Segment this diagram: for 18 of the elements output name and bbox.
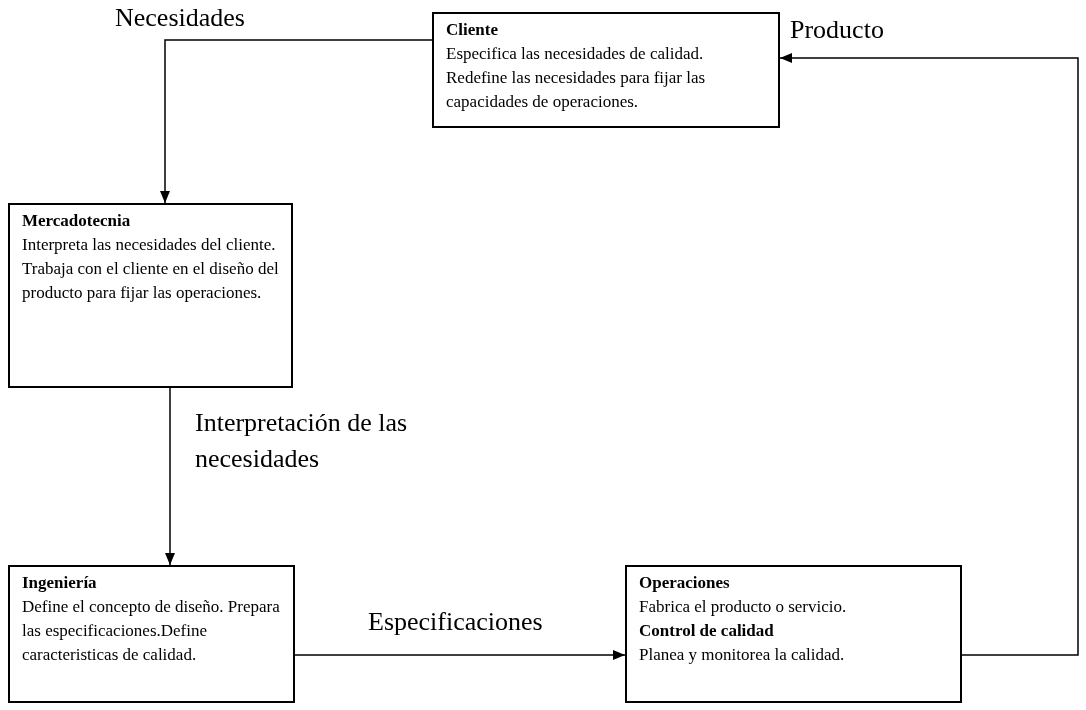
box-heading: Operaciones <box>639 572 731 594</box>
box-heading: Mercadotecnia <box>22 210 132 232</box>
process-box <box>432 12 780 128</box>
process-box <box>8 565 295 703</box>
arrow <box>160 39 433 204</box>
box-description: Planea y monitorea la calidad. <box>639 644 846 666</box>
box-heading: Control de calidad <box>639 620 775 642</box>
box-heading: Ingeniería <box>22 572 98 594</box>
process-box <box>625 565 962 703</box>
box-description: Interpreta las necesidades del cliente. Trabaja con el cliente en el diseño del producto para fijar las operaciones. <box>22 234 279 304</box>
box-description: Especifica las necesidades de calidad. Redefine las necesidades para fijar las capacidades de operaciones. <box>446 43 707 113</box>
process-box <box>8 203 293 388</box>
box-description: Fabrica el producto o servicio. <box>639 596 848 618</box>
arrow <box>165 387 175 566</box>
box-heading: Cliente <box>446 19 499 41</box>
box-description: Define el concepto de diseño. Prepara las especificaciones.Define caracteristicas de calidad. <box>22 596 281 666</box>
arrow <box>294 650 626 660</box>
arrow <box>779 53 1079 656</box>
